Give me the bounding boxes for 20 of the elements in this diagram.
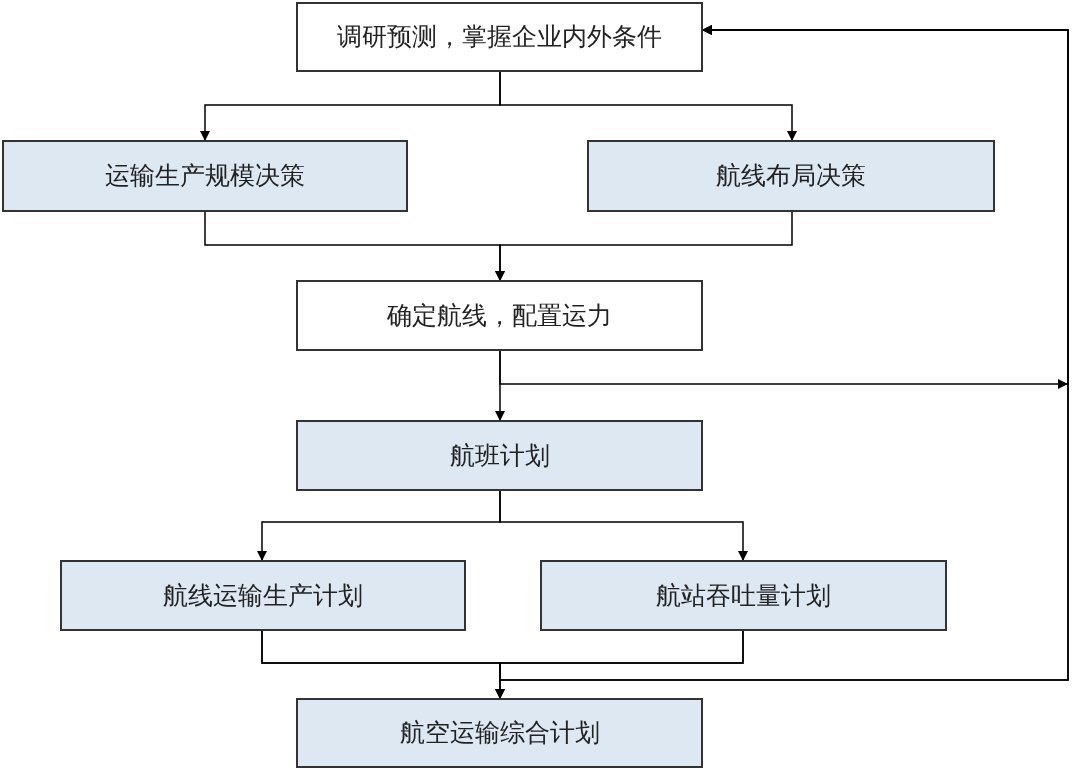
box-label: 航班计划 bbox=[449, 439, 550, 472]
process-box bbox=[296, 2, 703, 72]
box-label: 确定航线，配置运力 bbox=[387, 299, 612, 332]
box-label: 航线运输生产计划 bbox=[163, 579, 363, 612]
process-box bbox=[2, 140, 408, 212]
process-box bbox=[587, 140, 995, 212]
box-label: 航线布局决策 bbox=[716, 160, 866, 193]
process-box bbox=[60, 560, 466, 631]
box-label: 调研预测，掌握企业内外条件 bbox=[337, 21, 662, 54]
process-box bbox=[540, 560, 947, 631]
arrow bbox=[499, 25, 1069, 681]
arrow bbox=[495, 211, 793, 281]
process-box bbox=[296, 698, 703, 768]
box-label: 航站吞吐量计划 bbox=[656, 579, 831, 612]
process-box bbox=[296, 280, 703, 351]
box-label: 航空运输综合计划 bbox=[399, 717, 600, 750]
process-box bbox=[296, 420, 703, 491]
arrow bbox=[499, 490, 748, 561]
arrow bbox=[499, 71, 797, 141]
box-label: 运输生产规模决策 bbox=[105, 160, 305, 193]
